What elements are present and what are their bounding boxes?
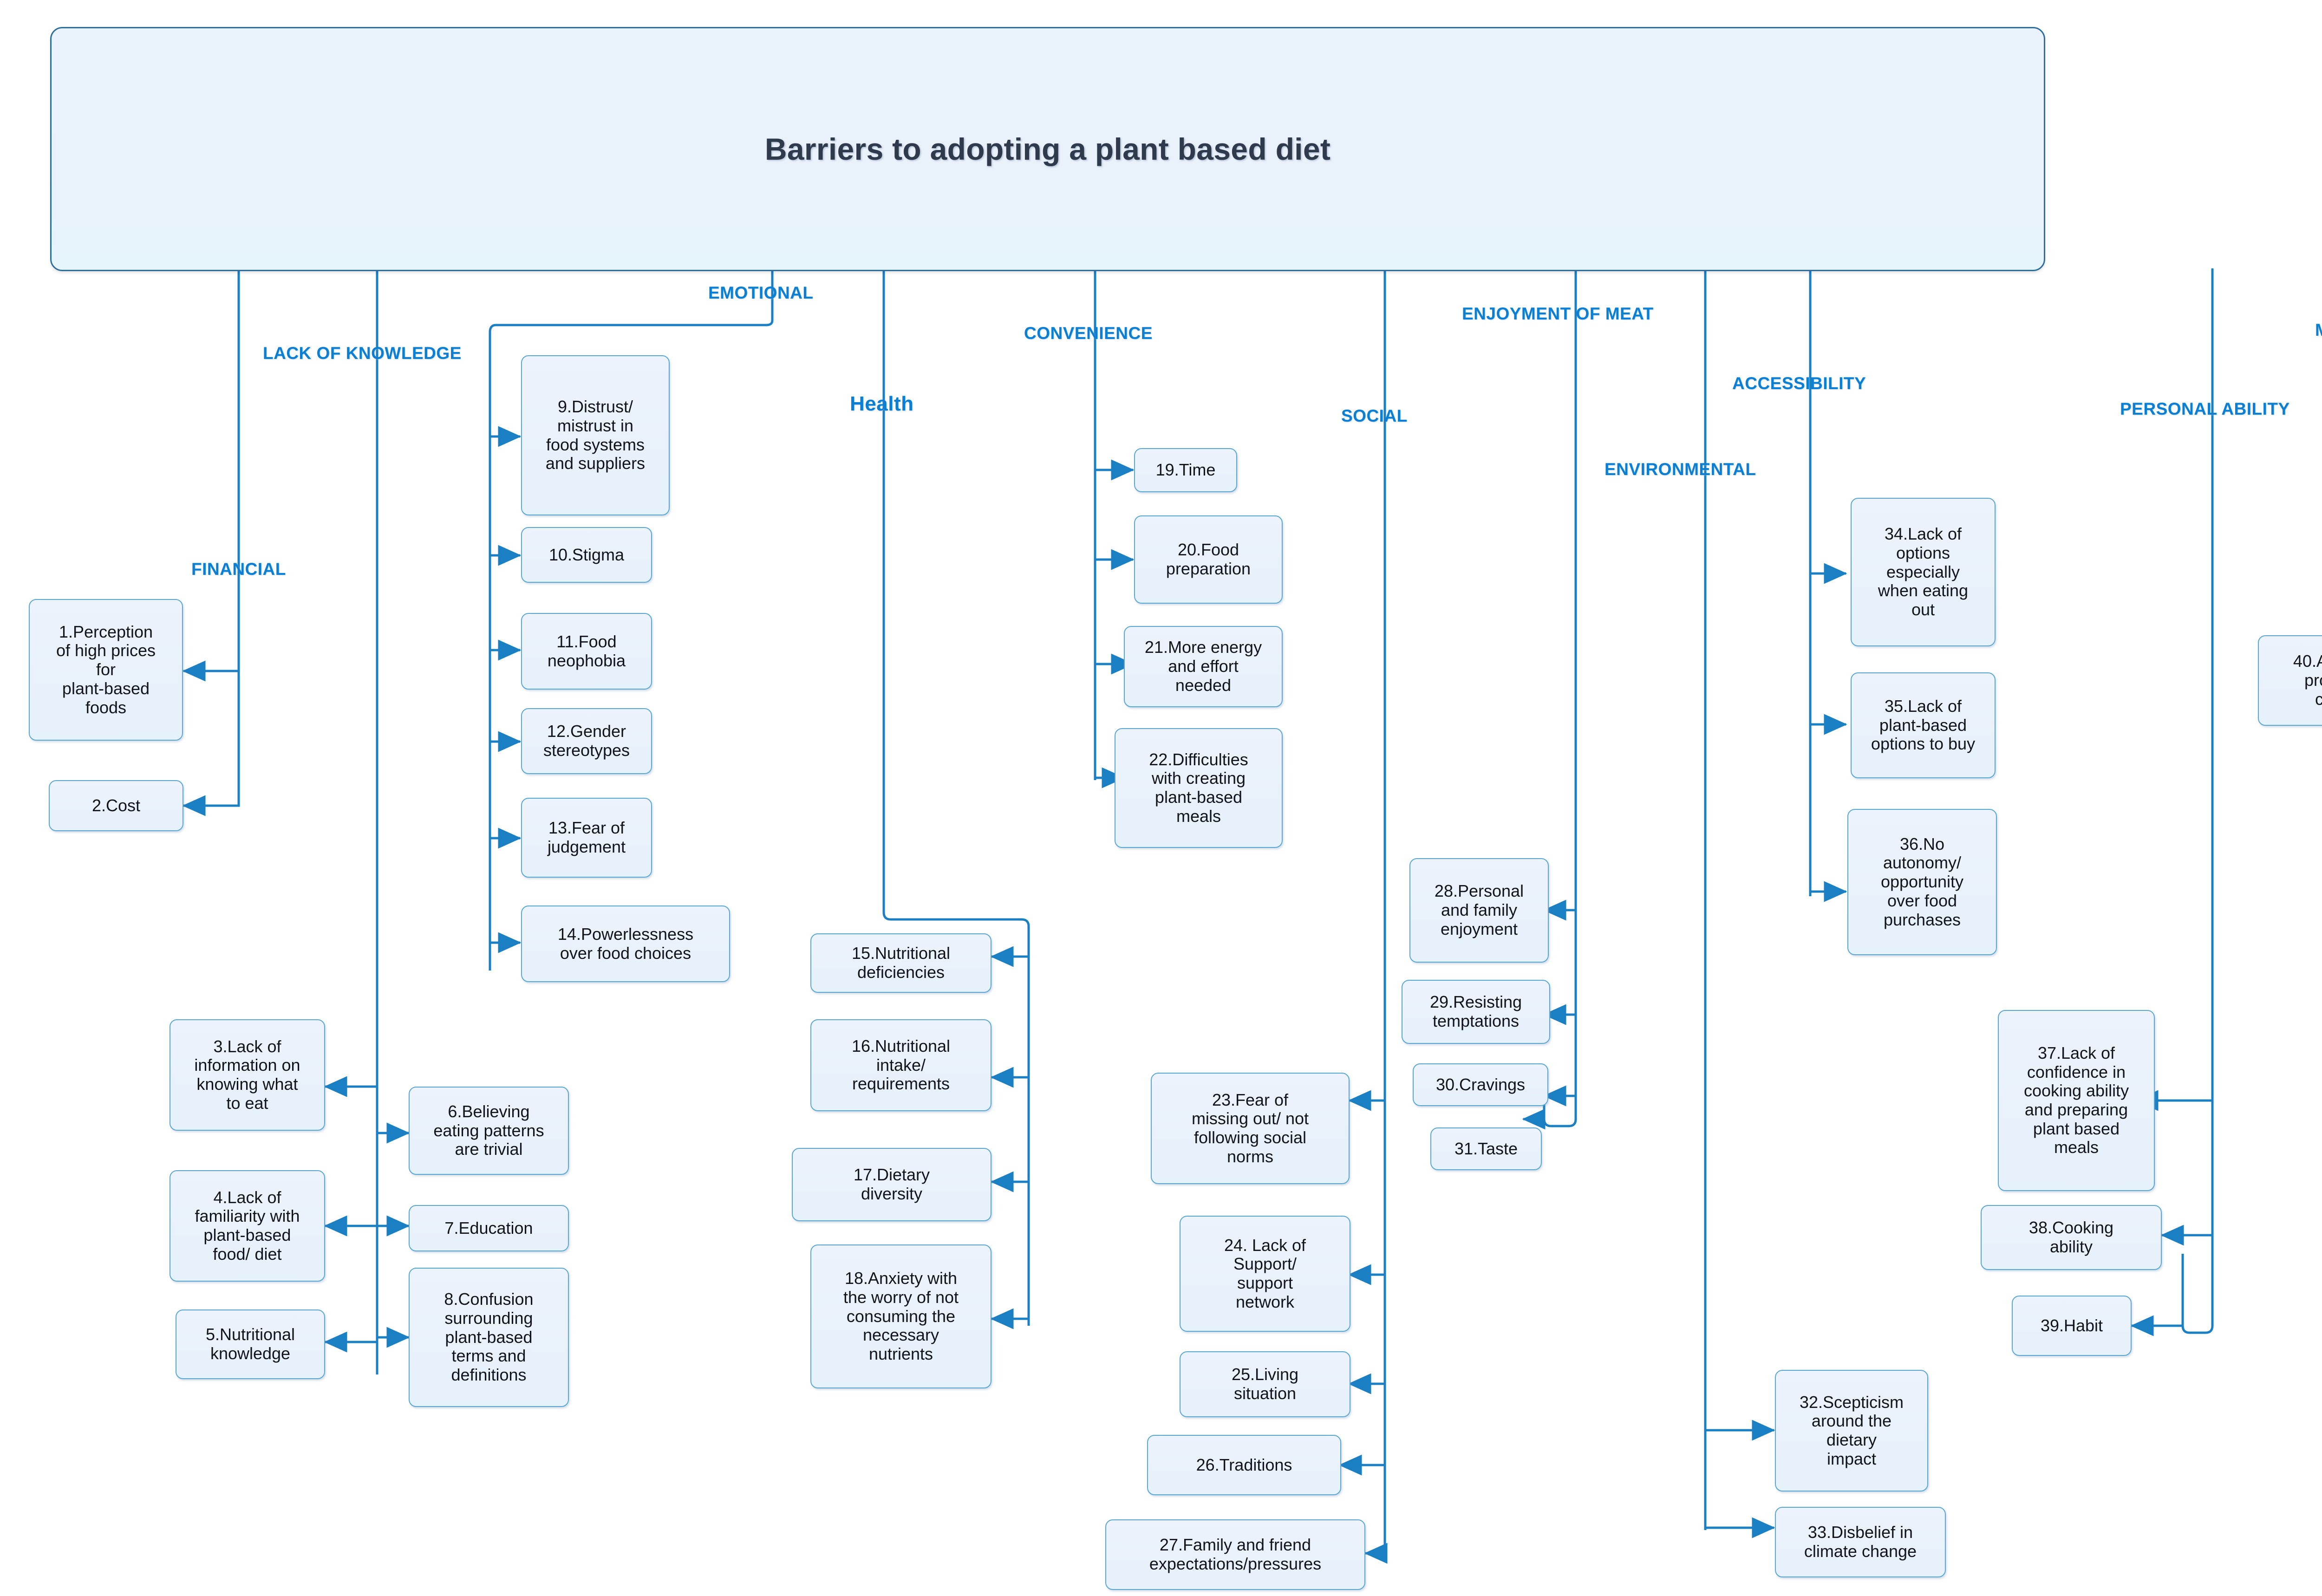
- node-25[interactable]: 25.Living situation: [1180, 1351, 1350, 1417]
- node-1[interactable]: 1.Perception of high prices for plant-ba…: [29, 599, 183, 741]
- node-33[interactable]: 33.Disbelief in climate change: [1775, 1507, 1946, 1577]
- category-label-convenience: CONVENIENCE: [1024, 324, 1153, 343]
- node-2[interactable]: 2.Cost: [49, 780, 183, 831]
- node-13[interactable]: 13.Fear of judgement: [521, 798, 652, 878]
- category-label-social: SOCIAL: [1341, 406, 1408, 425]
- category-label-media: MEDIA: [2315, 320, 2322, 340]
- page-title: Barriers to adopting a plant based diet: [764, 132, 1331, 166]
- node-24[interactable]: 24. Lack of Support/ support network: [1180, 1216, 1350, 1332]
- node-12[interactable]: 12.Gender stereotypes: [521, 708, 652, 774]
- category-label-health: Health: [850, 392, 914, 415]
- node-40[interactable]: 40.Advertisements promoting meat consump…: [2258, 635, 2322, 726]
- node-19[interactable]: 19.Time: [1134, 448, 1237, 492]
- node-15[interactable]: 15.Nutritional deficiencies: [810, 933, 991, 993]
- node-4[interactable]: 4.Lack of familiarity with plant-based f…: [170, 1170, 325, 1282]
- diagram-title-box: Barriers to adopting a plant based diet: [50, 27, 2045, 271]
- node-36[interactable]: 36.No autonomy/ opportunity over food pu…: [1847, 809, 1997, 955]
- node-39[interactable]: 39.Habit: [2012, 1296, 2132, 1356]
- node-11[interactable]: 11.Food neophobia: [521, 613, 652, 690]
- category-label-emotional: EMOTIONAL: [708, 283, 814, 302]
- node-37[interactable]: 37.Lack of confidence in cooking ability…: [1998, 1010, 2155, 1191]
- node-8[interactable]: 8.Confusion surrounding plant-based term…: [409, 1268, 569, 1407]
- node-31[interactable]: 31.Taste: [1430, 1127, 1542, 1170]
- node-30[interactable]: 30.Cravings: [1413, 1063, 1548, 1106]
- node-7[interactable]: 7.Education: [409, 1205, 569, 1251]
- node-5[interactable]: 5.Nutritional knowledge: [176, 1309, 325, 1379]
- category-label-enjoyment-of-meat: ENJOYMENT OF MEAT: [1462, 304, 1654, 323]
- node-3[interactable]: 3.Lack of information on knowing what to…: [170, 1019, 325, 1131]
- node-34[interactable]: 34.Lack of options especially when eatin…: [1851, 498, 1996, 646]
- category-label-personal-ability: PERSONAL ABILITY: [2120, 399, 2290, 418]
- node-22[interactable]: 22.Difficulties with creating plant-base…: [1115, 728, 1283, 848]
- node-14[interactable]: 14.Powerlessness over food choices: [521, 905, 730, 982]
- category-label-accessibility: ACCESSIBILITY: [1732, 374, 1866, 393]
- node-21[interactable]: 21.More energy and effort needed: [1124, 626, 1283, 707]
- node-29[interactable]: 29.Resisting temptations: [1402, 980, 1550, 1044]
- node-10[interactable]: 10.Stigma: [521, 527, 652, 583]
- node-27[interactable]: 27.Family and friend expectations/pressu…: [1105, 1519, 1365, 1590]
- node-26[interactable]: 26.Traditions: [1147, 1435, 1341, 1495]
- node-9[interactable]: 9.Distrust/ mistrust in food systems and…: [521, 355, 670, 515]
- node-18[interactable]: 18.Anxiety with the worry of not consumi…: [810, 1244, 991, 1388]
- node-38[interactable]: 38.Cooking ability: [1981, 1205, 2162, 1270]
- node-23[interactable]: 23.Fear of missing out/ not following so…: [1151, 1073, 1350, 1184]
- node-20[interactable]: 20.Food preparation: [1134, 515, 1283, 604]
- node-32[interactable]: 32.Scepticism around the dietary impact: [1775, 1370, 1928, 1492]
- node-28[interactable]: 28.Personal and family enjoyment: [1409, 858, 1549, 963]
- node-35[interactable]: 35.Lack of plant-based options to buy: [1851, 672, 1996, 778]
- category-label-lack-of-knowledge: LACK OF KNOWLEDGE: [263, 344, 462, 363]
- category-label-financial: FINANCIAL: [191, 560, 286, 579]
- node-6[interactable]: 6.Believing eating patterns are trivial: [409, 1087, 569, 1175]
- node-16[interactable]: 16.Nutritional intake/ requirements: [810, 1019, 991, 1111]
- node-17[interactable]: 17.Dietary diversity: [792, 1148, 991, 1221]
- category-label-environmental: ENVIRONMENTAL: [1605, 460, 1756, 479]
